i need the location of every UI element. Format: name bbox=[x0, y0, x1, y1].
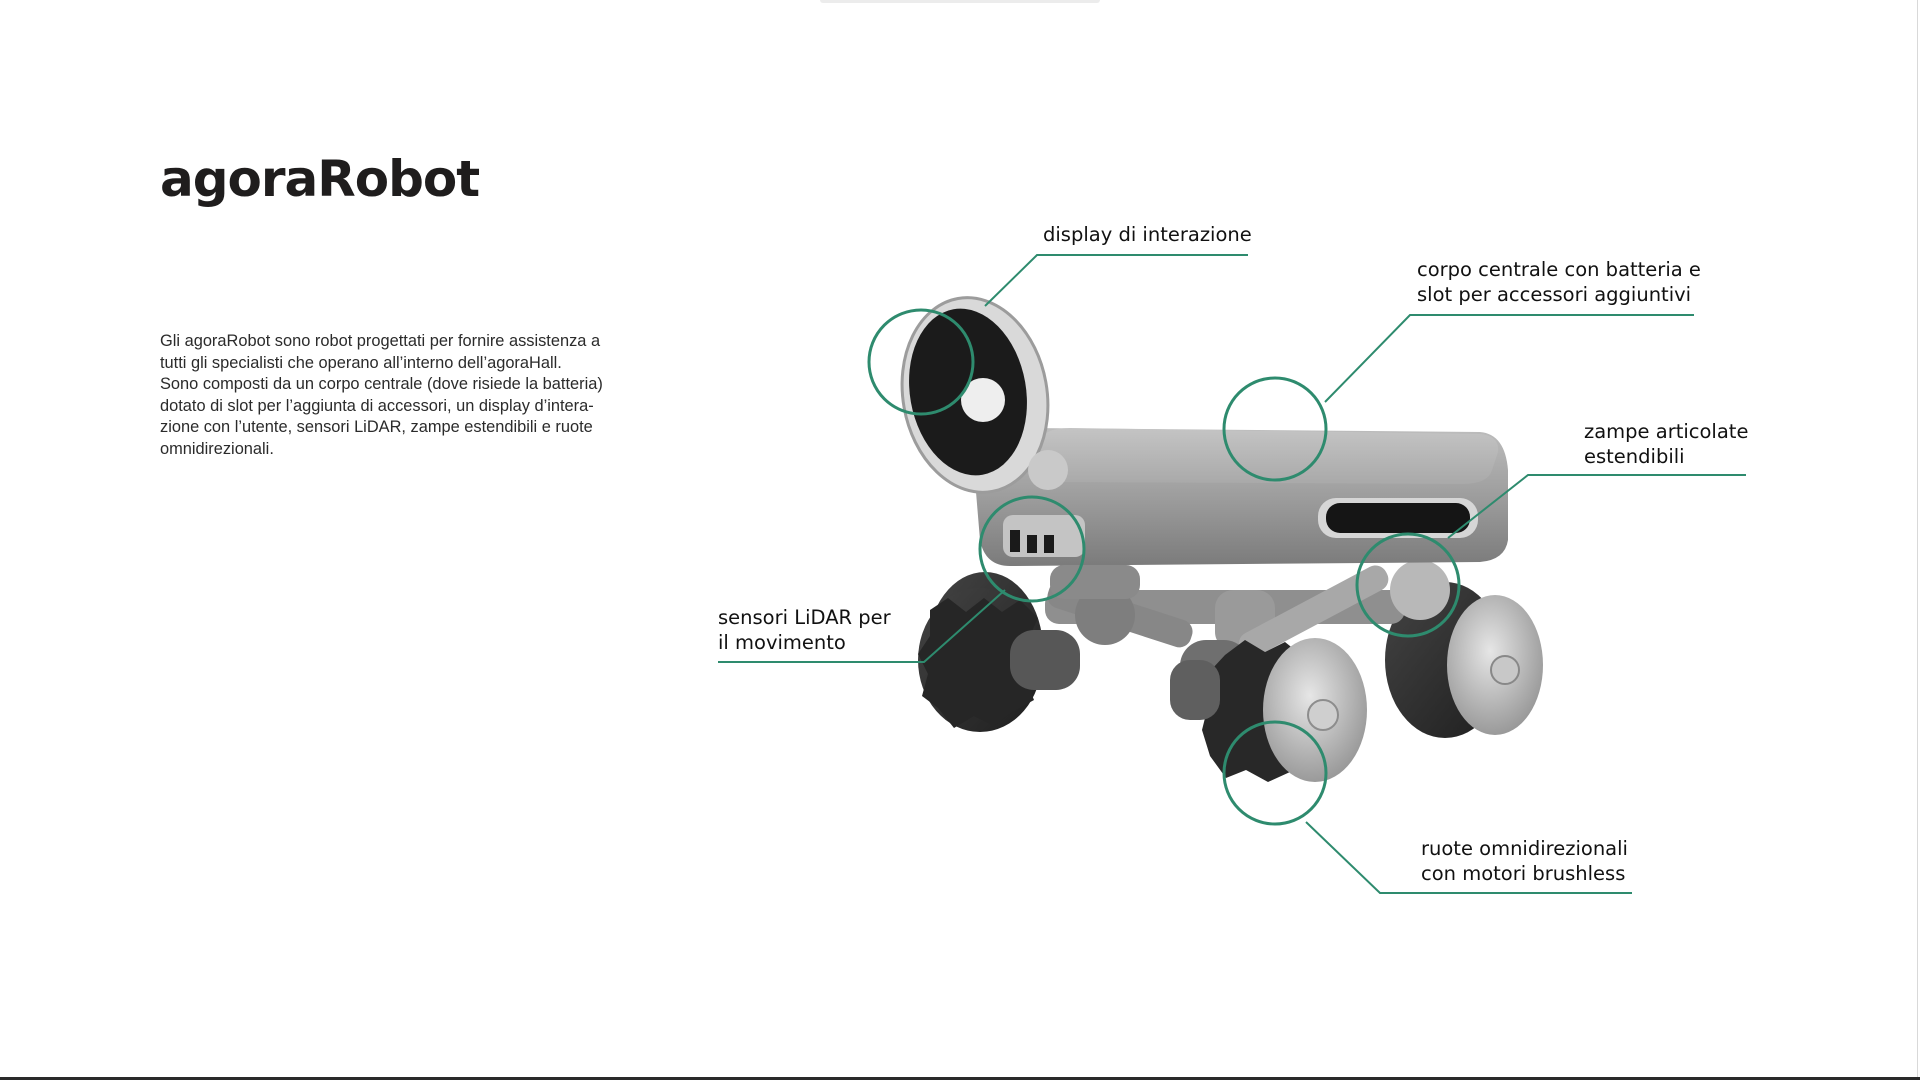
body-ring bbox=[1222, 376, 1328, 482]
lidar-module bbox=[1003, 515, 1140, 599]
intro-line: zione con l’utente, sensori LiDAR, zampe… bbox=[160, 418, 593, 437]
callout-display-line: display di interazione bbox=[1043, 223, 1252, 246]
intro-line: Gli agoraRobot sono robot progettati per… bbox=[160, 332, 601, 350]
display-unit bbox=[900, 296, 1068, 494]
callout-body: corpo centrale con batteria e slot per a… bbox=[1417, 257, 1701, 307]
bottom-border bbox=[0, 1077, 1920, 1080]
callout-lidar-line: il movimento bbox=[718, 631, 846, 654]
wheels-leader bbox=[1305, 821, 1632, 894]
page-edge bbox=[1917, 0, 1918, 1080]
callout-legs-line: zampe articolate bbox=[1584, 420, 1749, 443]
callout-body-line: corpo centrale con batteria e bbox=[1417, 258, 1701, 281]
intro-paragraph: Gli agoraRobot sono robot progettati per… bbox=[160, 331, 650, 461]
intro-line: omnidirezionali. bbox=[160, 439, 274, 458]
robot-body bbox=[975, 428, 1508, 566]
callout-lidar: sensori LiDAR per il movimento bbox=[718, 605, 891, 655]
display-leader bbox=[984, 254, 1248, 307]
front-left-wheel bbox=[918, 588, 1080, 732]
callout-wheels-line: ruote omnidirezionali bbox=[1421, 837, 1628, 860]
callout-legs: zampe articolate estendibili bbox=[1584, 419, 1748, 469]
top-tab-indicator bbox=[820, 0, 1100, 3]
intro-line: dotato di slot per l’aggiunta di accesso… bbox=[160, 396, 594, 415]
rear-right-wheel bbox=[1385, 582, 1543, 738]
legs-ring bbox=[1355, 532, 1461, 638]
callout-wheels-line: con motori brushless bbox=[1421, 862, 1626, 885]
legs-leader bbox=[1447, 474, 1746, 539]
callout-lidar-line: sensori LiDAR per bbox=[718, 606, 891, 629]
intro-line: tutti gli specialisti che operano all’in… bbox=[160, 353, 562, 372]
lidar-leader bbox=[718, 589, 1006, 663]
callout-wheels: ruote omnidirezionali con motori brushle… bbox=[1421, 836, 1628, 886]
page-title: agoraRobot bbox=[160, 150, 480, 208]
callout-body-line: slot per accessori aggiuntivi bbox=[1417, 283, 1692, 306]
callout-rings bbox=[867, 308, 1461, 826]
callout-legs-line: estendibili bbox=[1584, 445, 1685, 468]
wheels-ring bbox=[1222, 720, 1328, 826]
callout-display: display di interazione bbox=[1043, 222, 1252, 247]
callout-leaders bbox=[718, 254, 1746, 894]
lidar-ring bbox=[978, 495, 1086, 603]
display-ring bbox=[867, 308, 975, 416]
body-leader bbox=[1324, 314, 1694, 403]
leg-joints bbox=[1045, 560, 1450, 710]
intro-line: Sono composti da un corpo centrale (dove… bbox=[160, 375, 603, 394]
